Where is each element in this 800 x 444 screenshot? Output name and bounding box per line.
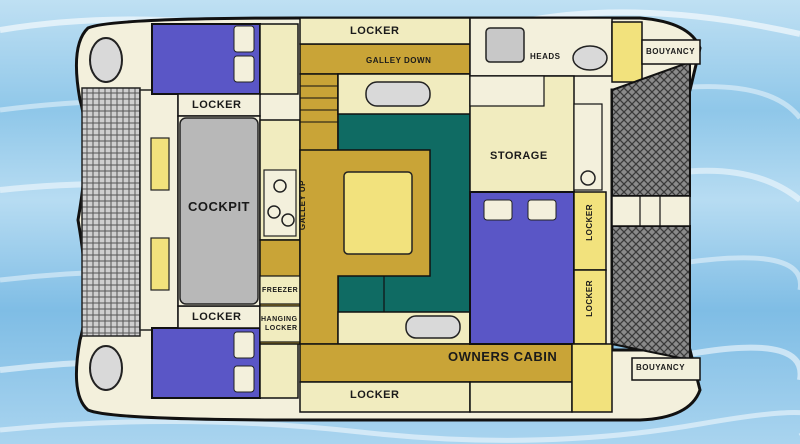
seat-bottom [150, 237, 170, 291]
owners-cabin-label: OWNERS CABIN [448, 349, 558, 364]
bouyancy-top [641, 39, 701, 65]
bouyancy-bottom-label: BOUYANCY [636, 363, 686, 372]
left-top-hull-tip [89, 37, 123, 83]
hanging-locker-label-1: HANGING [261, 316, 298, 323]
sink-icon [405, 315, 461, 339]
bouyancy-bottom [631, 357, 701, 381]
left-bottom-hull-tip [89, 345, 123, 391]
side-deck-left [139, 89, 179, 331]
storage-label: STORAGE [490, 150, 548, 162]
pillow-icon [233, 365, 255, 393]
seat-top [150, 137, 170, 191]
galley-down-label: GALLEY DOWN [366, 56, 432, 65]
transom-steps-icon [81, 87, 141, 337]
freezer-label: FREEZER [262, 287, 299, 294]
locker-bottom-label: LOCKER [350, 389, 400, 401]
bouyancy-top-label: BOUYANCY [646, 47, 696, 56]
crossbeam [611, 195, 691, 227]
sink-icon [365, 81, 431, 107]
saloon-table [343, 171, 413, 255]
cockpit-table [179, 117, 259, 305]
shower-icon [485, 27, 525, 63]
owners-cabin-floor [299, 343, 573, 383]
cockpit-label: COCKPIT [188, 199, 250, 214]
pillow-icon [233, 331, 255, 359]
locker-top [299, 17, 471, 45]
locker-upper-label: LOCKER [192, 99, 242, 111]
locker-right-b-label: LOCKER [585, 280, 594, 317]
locker-right-b [573, 269, 607, 345]
locker-right-a-label: LOCKER [585, 204, 594, 241]
galley-up-label: GALLEY UP [298, 180, 307, 231]
locker-bottom [299, 381, 471, 413]
stairs-top [300, 85, 338, 123]
locker-lower-label: LOCKER [192, 311, 242, 323]
heads-label: HEADS [530, 52, 561, 61]
pillow-icon [233, 25, 255, 53]
pillow-icon [483, 199, 513, 221]
pillow-icon [233, 55, 255, 83]
hanging-locker [259, 305, 301, 343]
hanging-locker-label-2: LOCKER [265, 325, 298, 332]
pillow-icon [527, 199, 557, 221]
toilet-icon [572, 45, 608, 71]
trampoline-net-icon [611, 225, 691, 362]
locker-top-label: LOCKER [350, 25, 400, 37]
locker-right-a [573, 191, 607, 271]
